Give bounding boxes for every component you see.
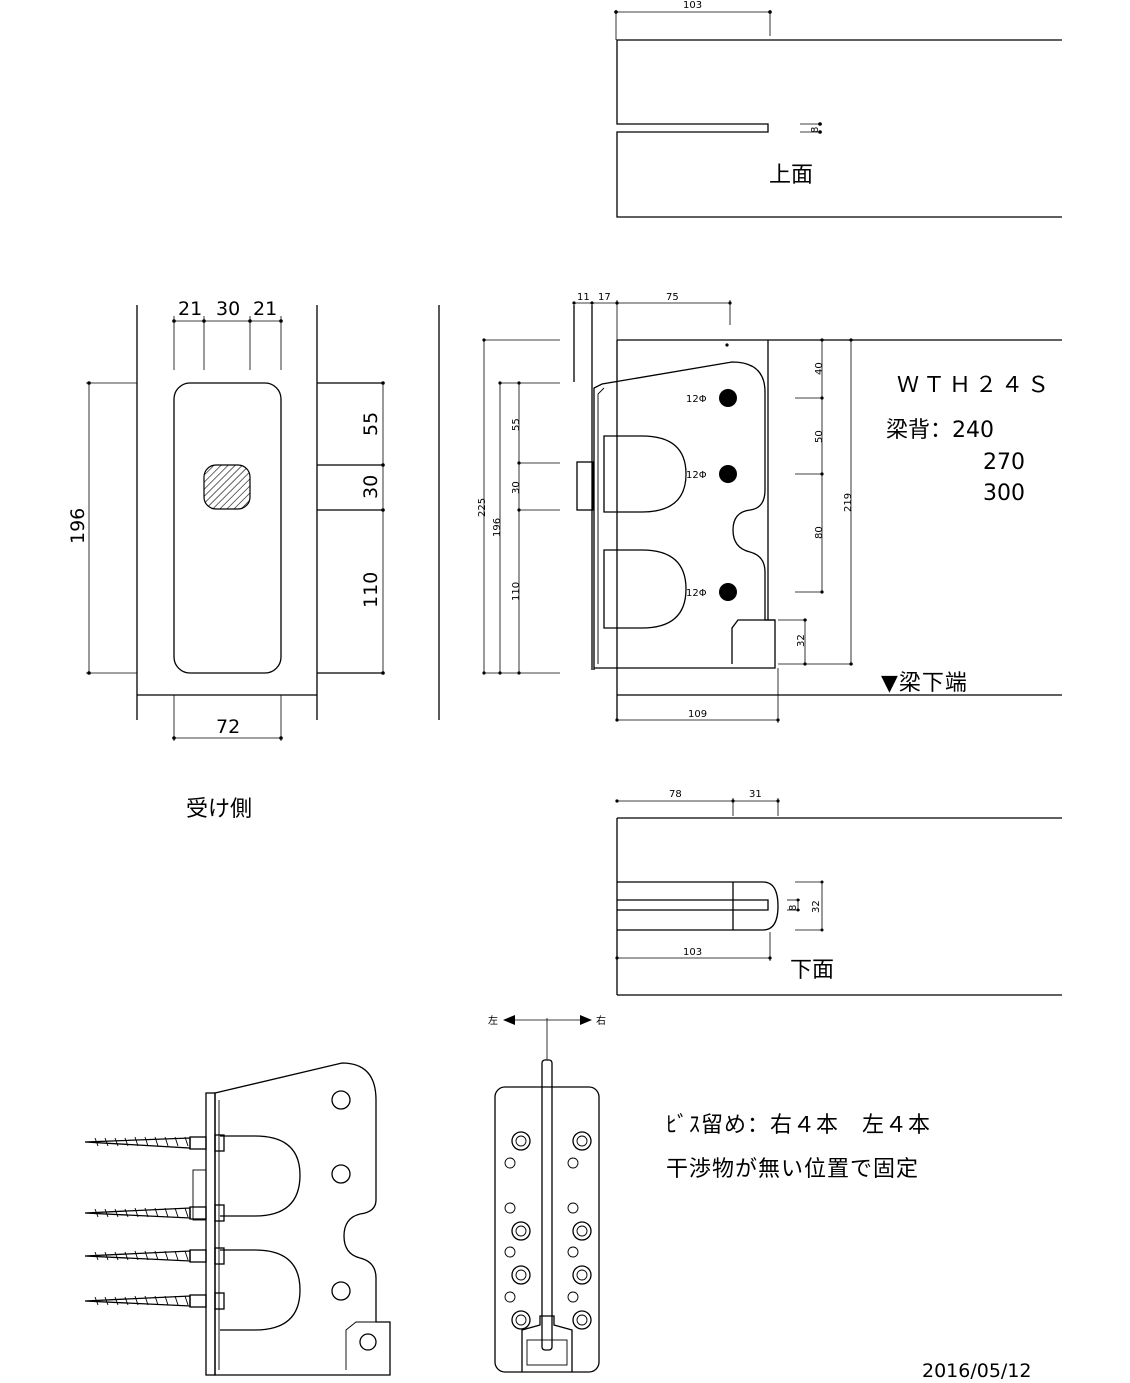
dim-mid-219: 219 (843, 493, 854, 512)
beam-depth-270: 270 (983, 450, 1025, 475)
dim-mid-110: 110 (511, 582, 522, 601)
dim-mid-225: 225 (477, 498, 488, 517)
dim-bot-31: 31 (749, 789, 762, 800)
screw-3 (84, 1247, 225, 1265)
dim-left-110: 110 (360, 572, 382, 608)
dim-top-8: 8 (810, 127, 821, 133)
beam-depth-240: 梁背：240 (886, 418, 994, 443)
beam-bottom-label: ▼梁下端 (881, 671, 968, 696)
hole-label-2: 12Φ (686, 470, 707, 481)
side-view: 12Φ 12Φ 12Φ 11 17 75 225 196 55 30 110 (477, 292, 1062, 723)
dim-top-103: 103 (683, 0, 702, 11)
screw-1 (84, 1134, 225, 1152)
dim-left-21a: 21 (178, 298, 202, 320)
dim-mid-40: 40 (814, 362, 825, 375)
dim-bot-103: 103 (683, 947, 702, 958)
dim-mid-55: 55 (511, 418, 522, 431)
bottom-view: 78 31 8 32 103 下面 (615, 789, 1062, 996)
front-plate-view: 左 右 (488, 1014, 606, 1373)
model-name: ＷＴＨ２４Ｓ (897, 373, 1053, 398)
bottom-view-title: 下面 (790, 958, 834, 983)
right-arrow-label: 右 (596, 1014, 606, 1027)
front-screws (511, 1131, 592, 1330)
beam-depth-300: 300 (983, 481, 1025, 506)
front-open-holes (504, 1157, 579, 1303)
screw-illustration (84, 1062, 391, 1376)
dim-left-72: 72 (216, 716, 240, 738)
left-arrow-label: 左 (488, 1014, 498, 1027)
dim-mid-196: 196 (492, 518, 503, 537)
screw-note: ﾋﾞｽ留め：右４本 左４本 (666, 1113, 931, 1138)
receiving-side-view: 21 30 21 196 55 30 110 72 受け側 (67, 298, 440, 822)
hole-label-1: 12Φ (686, 394, 707, 405)
dim-left-30: 30 (216, 298, 240, 320)
receiving-side-title: 受け側 (186, 797, 252, 822)
hole-label-3: 12Φ (686, 588, 707, 599)
model-info: ＷＴＨ２４Ｓ 梁背：240 270 300 (886, 373, 1053, 506)
fix-note: 干渉物が無い位置で固定 (666, 1157, 919, 1182)
dim-left-30v: 30 (360, 475, 382, 499)
dim-left-55: 55 (360, 412, 382, 436)
notes: ﾋﾞｽ留め：右４本 左４本 干渉物が無い位置で固定 2016/05/12 (666, 1113, 1032, 1382)
dim-mid-11: 11 (577, 292, 590, 303)
dim-mid-109: 109 (688, 709, 707, 720)
dim-mid-50: 50 (814, 430, 825, 443)
dim-mid-75: 75 (666, 292, 679, 303)
top-view-title: 上面 (769, 163, 813, 188)
screw-2 (84, 1204, 225, 1222)
dim-mid-30: 30 (511, 481, 522, 494)
dim-mid-17: 17 (598, 292, 611, 303)
dim-bot-32: 32 (811, 900, 822, 913)
dim-bot-78: 78 (669, 789, 682, 800)
dim-bot-8: 8 (788, 905, 799, 911)
dim-mid-32: 32 (796, 634, 807, 647)
dim-left-21b: 21 (253, 298, 277, 320)
dim-mid-80: 80 (814, 526, 825, 539)
dim-left-196: 196 (67, 508, 89, 544)
drawing-date: 2016/05/12 (922, 1360, 1032, 1382)
screw-4 (84, 1292, 225, 1310)
top-view: 103 8 上面 (614, 0, 1062, 218)
